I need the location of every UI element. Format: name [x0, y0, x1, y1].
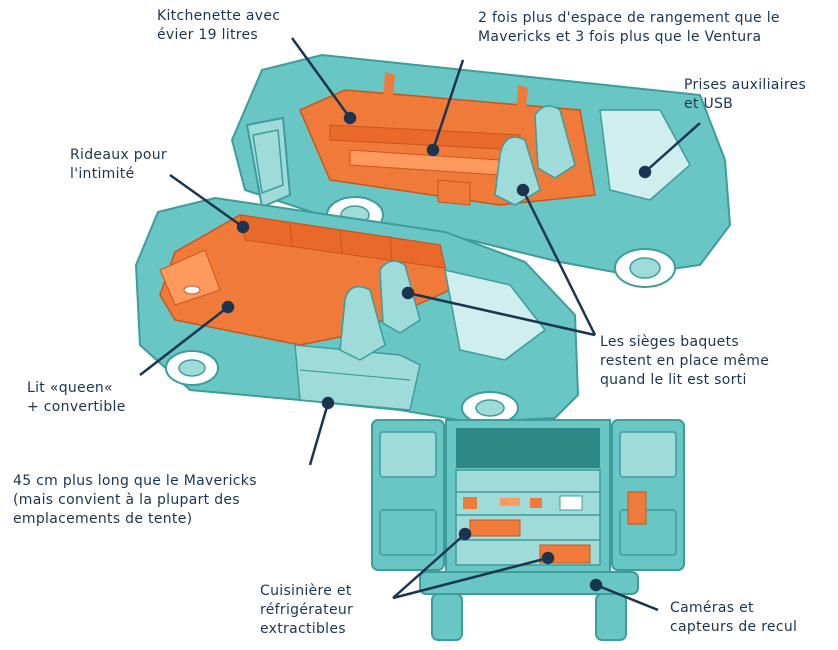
label-stove: Cuisinière et réfrigérateur extractibles [260, 582, 353, 639]
label-kitchenette-line-2: évier 19 litres [157, 27, 258, 43]
label-length-line-2: (mais convient à la plupart des [13, 492, 240, 508]
leader-bed [139, 306, 229, 376]
label-storage-line-1: 2 fois plus d'espace de rangement que le [478, 10, 780, 26]
label-outlets-line-2: et USB [684, 96, 734, 112]
label-seats: Les sièges baquets restent en place même… [600, 333, 769, 390]
leader-seats-1 [407, 291, 596, 337]
label-cameras-line-2: capteurs de recul [670, 619, 798, 635]
label-storage-line-2: Mavericks et 3 fois plus que le Ventura [478, 29, 762, 45]
label-bed: Lit «queen« + convertible [27, 379, 126, 417]
leader-curtains [169, 173, 244, 229]
label-cameras: Caméras et capteurs de recul [670, 599, 797, 637]
leader-outlets [644, 122, 701, 173]
label-seats-line-2: restent en place même [600, 353, 770, 369]
label-kitchenette: Kitchenette avec évier 19 litres [157, 7, 280, 45]
label-stove-line-2: réfrigérateur [260, 602, 354, 618]
leader-stove-1 [392, 533, 466, 599]
label-curtains: Rideaux pour l'intimité [70, 146, 167, 184]
label-curtains-line-2: l'intimité [70, 166, 135, 182]
middle-van [134, 196, 580, 425]
label-stove-line-1: Cuisinière et [260, 583, 352, 599]
middle-van-seat [339, 285, 386, 361]
leader-length [308, 402, 330, 466]
leader-lines [139, 37, 701, 612]
label-length: 45 cm plus long que le Mavericks (mais c… [13, 472, 257, 529]
label-outlets: Prises auxiliaires et USB [684, 76, 806, 114]
label-length-line-3: emplacements de tente) [13, 511, 193, 527]
label-curtains-line-1: Rideaux pour [70, 147, 167, 163]
label-stove-line-3: extractibles [260, 621, 346, 637]
rear-van [371, 419, 685, 641]
label-cameras-line-1: Caméras et [670, 600, 754, 616]
label-length-line-1: 45 cm plus long que le Mavericks [13, 473, 257, 489]
leader-storage [431, 59, 465, 151]
label-seats-line-3: quand le lit est sorti [600, 372, 747, 388]
label-seats-line-1: Les sièges baquets [600, 334, 739, 350]
leader-stove-2 [392, 556, 549, 600]
label-bed-line-2: + convertible [27, 399, 126, 415]
leader-cameras [595, 583, 659, 612]
leader-kitchenette [290, 37, 352, 119]
label-kitchenette-line-1: Kitchenette avec [157, 8, 281, 24]
label-outlets-line-1: Prises auxiliaires [684, 77, 807, 93]
leader-seats-2 [521, 189, 597, 336]
label-bed-line-1: Lit «queen« [27, 380, 113, 396]
label-storage: 2 fois plus d'espace de rangement que le… [478, 9, 780, 47]
